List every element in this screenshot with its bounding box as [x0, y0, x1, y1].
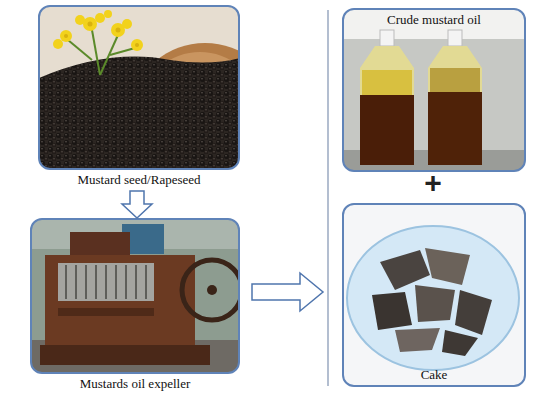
divider-line	[327, 10, 329, 386]
panel-caption: Cake	[342, 367, 526, 382]
output-arrow	[252, 273, 323, 311]
panel-frame	[30, 218, 240, 374]
plus-sign: +	[408, 167, 458, 199]
panel-frame	[342, 203, 526, 387]
panel-frame	[38, 5, 240, 170]
oil-photo	[343, 9, 525, 171]
cake-photo	[343, 204, 525, 386]
flow-arrow	[122, 191, 152, 218]
seed-photo	[39, 6, 239, 169]
product-panel: Cake	[342, 203, 526, 387]
product-panel: Mustard seed/Rapeseed	[38, 5, 240, 191]
product-panel: Mustards oil expeller	[30, 218, 240, 396]
panel-caption: Mustard seed/Rapeseed	[38, 172, 240, 187]
panel-frame	[342, 8, 526, 172]
product-panel: Crude mustard oil	[342, 8, 526, 172]
panel-caption: Crude mustard oil	[342, 12, 526, 27]
expeller-photo	[31, 219, 239, 373]
panel-caption: Mustards oil expeller	[30, 376, 240, 391]
